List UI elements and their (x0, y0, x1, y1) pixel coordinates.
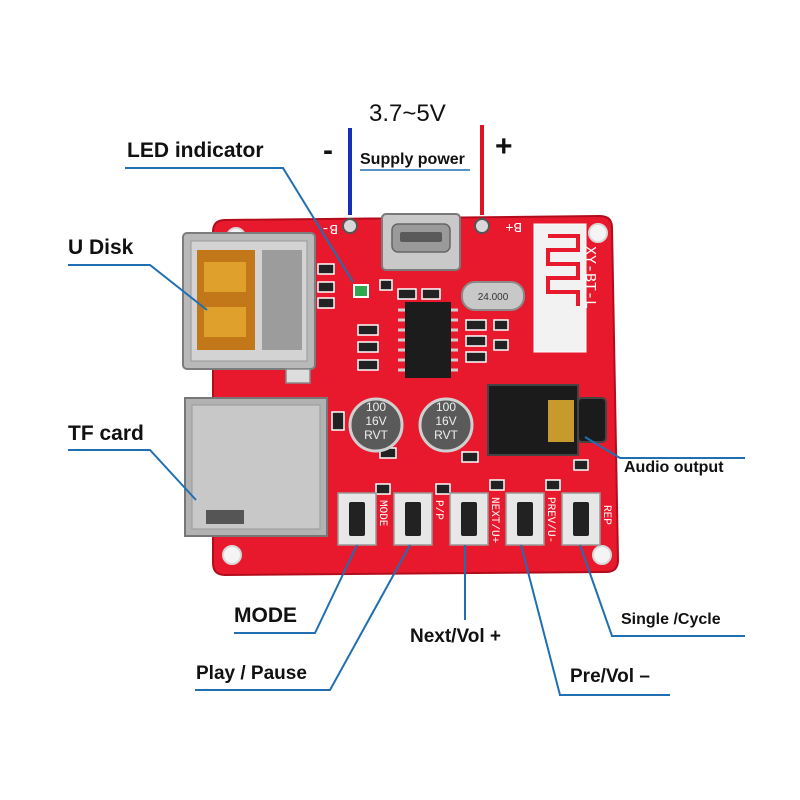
tactile-buttons (337, 492, 601, 546)
supply-power-label: Supply power (360, 151, 465, 168)
led (353, 284, 369, 298)
leader-audio (584, 436, 745, 459)
audio-jack (487, 384, 607, 456)
svg-text:RVT: RVT (434, 428, 458, 442)
leader-tf (68, 449, 197, 501)
svg-text:100: 100 (366, 400, 386, 414)
svg-text:RVT: RVT (364, 428, 388, 442)
minus-sign: - (323, 134, 333, 167)
micro-usb-port (381, 213, 461, 271)
leader-play (195, 544, 411, 691)
button-next (449, 492, 489, 546)
callout-mode: MODE (234, 604, 297, 627)
callout-audio-output: Audio output (624, 459, 724, 476)
callout-u-disk: U Disk (68, 236, 134, 259)
silk-mode: MODE (376, 500, 388, 527)
smd-components (317, 263, 589, 495)
silk-pp: P/P (432, 500, 444, 520)
svg-text:16V: 16V (365, 414, 386, 428)
callout-play-pause: Play / Pause (196, 663, 307, 684)
silk-prev: PREV/U- (544, 497, 556, 543)
silk-b-plus: B+ (505, 218, 522, 234)
leader-led (125, 167, 354, 283)
plus-sign: + (495, 130, 513, 163)
silk-rep: REP (600, 505, 612, 525)
silk-model: XY-BT-L (581, 246, 598, 309)
tf-card-slot (184, 397, 328, 537)
capacitor-2: 100 16V RVT (418, 397, 474, 453)
antenna (533, 223, 587, 353)
svg-text:16V: 16V (435, 414, 456, 428)
usb-a-port (182, 232, 316, 370)
capacitor-1: 100 16V RVT (348, 397, 404, 453)
silk-next: NEXT/U+ (488, 497, 500, 543)
callout-pre-vol: Pre/Vol – (570, 666, 650, 687)
svg-text:24.000: 24.000 (478, 292, 509, 303)
button-prev (505, 492, 545, 546)
button-repeat (561, 492, 601, 546)
leader-udisk (68, 264, 208, 311)
leader-single (579, 544, 745, 637)
silk-b-minus: B- (321, 220, 338, 236)
main-ic (398, 302, 458, 378)
callout-single-cycle: Single /Cycle (621, 611, 721, 628)
button-mode (337, 492, 377, 546)
callout-led-indicator: LED indicator (127, 139, 264, 162)
leader-mode (234, 544, 358, 634)
callout-tf-card: TF card (68, 422, 144, 445)
b-plus-pad (474, 218, 490, 234)
leader-lines (68, 167, 745, 696)
voltage-label: 3.7~5V (369, 100, 446, 127)
b-minus-pad (342, 218, 358, 234)
crystal: 24.000 (461, 281, 525, 311)
leader-pre (520, 544, 670, 696)
svg-text:100: 100 (436, 400, 456, 414)
callout-next-vol: Next/Vol + (410, 626, 501, 647)
button-play-pause (393, 492, 433, 546)
inductor (285, 368, 311, 384)
